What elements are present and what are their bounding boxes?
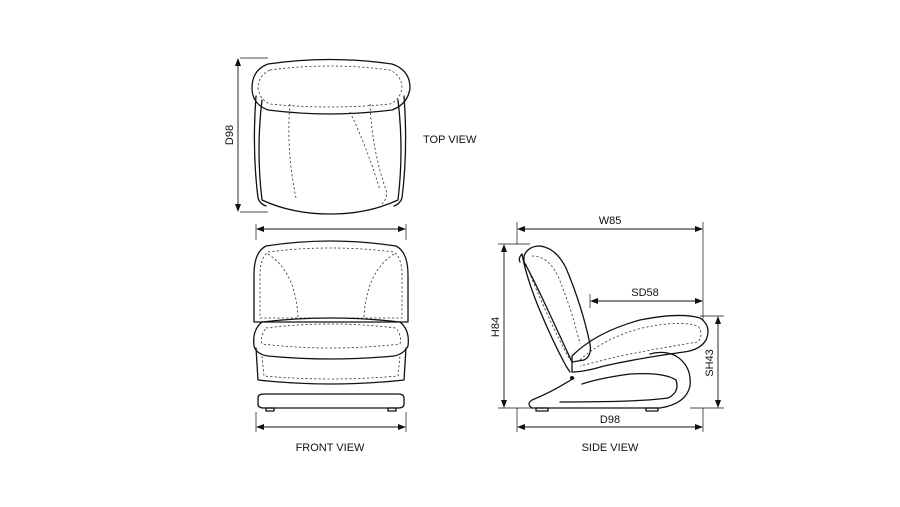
top-view-depth-label: D98 <box>224 125 236 145</box>
side-depth-label: D98 <box>600 414 620 426</box>
side-view-backrest-back <box>518 253 571 373</box>
front-view-foot-left <box>265 407 275 412</box>
side-width-label: W85 <box>599 215 622 227</box>
front-view-body <box>255 347 407 385</box>
arrow-left-icon <box>517 424 525 430</box>
arrow-right-icon <box>695 226 703 232</box>
arrow-left-icon <box>517 226 525 232</box>
front-view: FRONT VIEW <box>253 224 409 454</box>
front-view-body-seam <box>261 355 401 380</box>
arrow-right-icon <box>398 226 406 232</box>
front-view-foot-right <box>387 407 397 412</box>
arrow-left-icon <box>256 424 264 430</box>
top-view-left-side <box>253 95 267 207</box>
arrow-down-icon <box>501 400 507 408</box>
arrow-left-icon <box>256 226 264 232</box>
arrow-up-icon <box>501 244 507 252</box>
side-view-seat <box>571 314 709 373</box>
side-view-base <box>528 351 691 409</box>
top-view-back-cushion <box>251 58 411 115</box>
side-view-foot-back <box>645 407 659 412</box>
front-view-back-right-curve <box>363 253 395 319</box>
top-view-right-inner-seam <box>349 111 381 191</box>
arrow-right-icon <box>398 424 406 430</box>
side-view-base-inner <box>559 372 678 403</box>
front-view-back <box>253 240 409 323</box>
side-height-label: H84 <box>490 317 502 337</box>
top-view-right-side <box>393 95 407 207</box>
top-view-label: TOP VIEW <box>423 134 477 146</box>
top-view-right-seam <box>369 103 387 205</box>
arrow-right-icon <box>695 424 703 430</box>
arrow-right-icon <box>695 298 703 304</box>
side-view-backrest <box>523 245 592 363</box>
front-view-seat-seam <box>261 323 401 349</box>
front-view-label: FRONT VIEW <box>296 442 365 454</box>
side-view-foot-front <box>535 407 549 412</box>
side-view-backrest-seam <box>531 255 581 345</box>
side-view-seat-seam <box>579 323 702 367</box>
arrow-left-icon <box>590 298 598 304</box>
side-seat-height-label: SH43 <box>704 349 716 377</box>
front-view-seat <box>253 317 409 360</box>
front-view-base <box>257 393 405 409</box>
side-view-joint <box>570 376 574 380</box>
side-view: W85 H84 SD58 SH43 <box>490 215 724 454</box>
arrow-down-icon <box>715 400 721 408</box>
side-view-label: SIDE VIEW <box>582 442 639 454</box>
side-seat-depth-label: SD58 <box>631 287 659 299</box>
front-view-back-seam <box>259 247 403 319</box>
front-view-back-left-curve <box>267 253 299 319</box>
side-view-backrest-seam-2 <box>525 263 571 361</box>
top-view-back-seam <box>257 65 403 108</box>
top-view-left-seam <box>288 103 297 199</box>
arrow-down-icon <box>235 204 241 212</box>
top-view: D98 TOP VIEW <box>224 57 477 215</box>
arrow-up-icon <box>715 316 721 324</box>
top-view-seat-body <box>258 99 402 215</box>
arrow-up-icon <box>235 58 241 66</box>
